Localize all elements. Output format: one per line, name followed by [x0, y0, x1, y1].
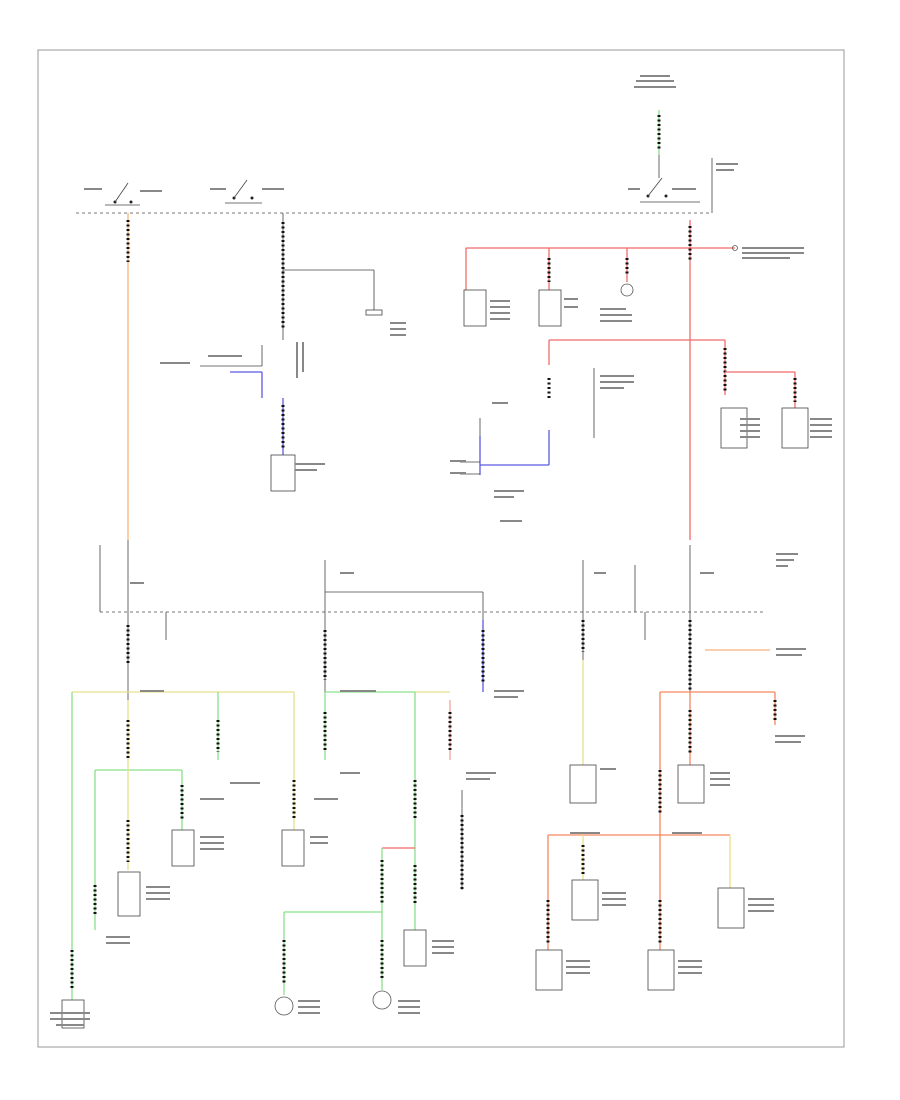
center-component-box: [270, 454, 296, 492]
red-right-box-1: [720, 407, 748, 449]
right-box-d: [717, 887, 745, 929]
ignition-contact-3: [640, 177, 700, 203]
ignition-switch: [76, 158, 713, 214]
left-box-b: [171, 829, 195, 867]
center-box-a: [403, 929, 427, 967]
left-box-a: [117, 871, 141, 917]
red-right-box-2: [781, 407, 809, 449]
diagram-frame: [37, 49, 845, 1048]
red-branch-box-2: [538, 289, 562, 327]
left-lower-group: [61, 612, 305, 1029]
left-box-c: [281, 829, 305, 867]
center-branch: [200, 213, 383, 492]
right-lower-group: [535, 612, 777, 991]
ignition-contact-1: [105, 182, 140, 206]
right-box-f: [647, 949, 675, 991]
right-box-b: [677, 764, 705, 804]
center-lower-group: [274, 612, 485, 1016]
red-feed-wire: [463, 220, 809, 540]
illegible-labels: [50, 75, 832, 1026]
right-box-a: [569, 764, 597, 804]
right-box-c: [571, 879, 599, 921]
red-branch-box-1: [463, 289, 487, 327]
blue-switch-circuit: [460, 368, 595, 475]
distribution-bus: [99, 540, 766, 620]
right-box-e: [535, 949, 563, 991]
center-relay: [365, 309, 383, 316]
ignition-contact-2: [225, 179, 262, 204]
